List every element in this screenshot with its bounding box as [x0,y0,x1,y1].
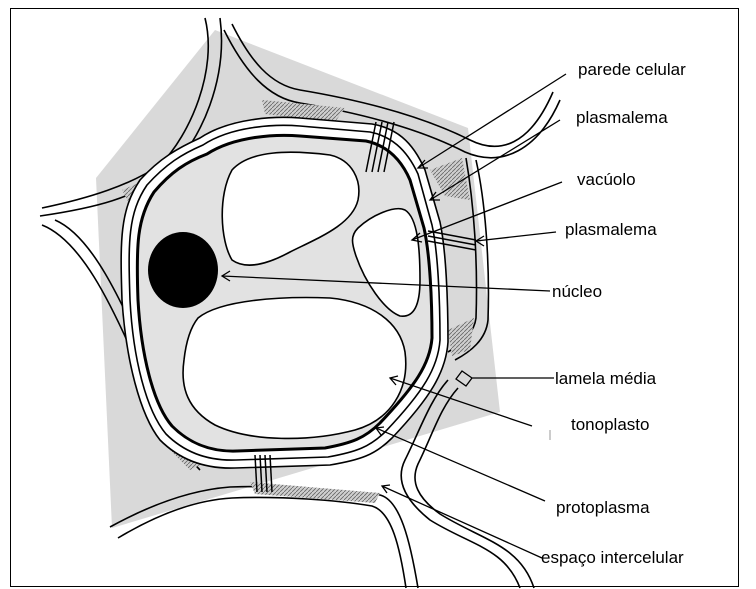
label-nucleo: núcleo [552,282,602,302]
label-lamela-media: lamela média [555,369,656,389]
label-vacuolo: vacúolo [577,170,636,190]
label-espaco-intercelular: espaço intercelular [541,548,684,568]
vacuole-large [183,298,406,439]
label-plasmalema-right: plasmalema [565,220,657,240]
label-tonoplasto: tonoplasto [571,415,649,435]
nucleus [148,232,218,308]
label-protoplasma: protoplasma [556,498,650,518]
label-plasmalema-top: plasmalema [576,108,668,128]
label-parede-celular: parede celular [578,60,686,80]
